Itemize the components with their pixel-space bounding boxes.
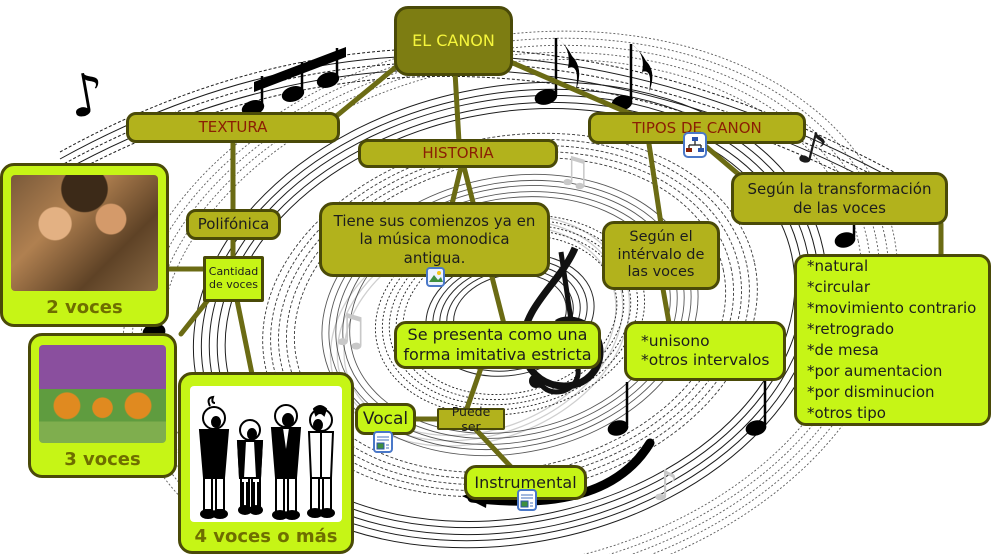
intervalo-items-text: *unisono *otros intervalos — [641, 332, 770, 369]
image-node-3-voces[interactable]: 3 voces — [28, 333, 177, 478]
caption-2-voces: 2 voces — [46, 297, 123, 318]
node-cantidad-label: Cantidad de voces — [208, 265, 259, 291]
connector — [646, 141, 664, 227]
svg-text:♫: ♫ — [556, 149, 592, 195]
node-polifonica[interactable]: Polifónica — [186, 209, 281, 240]
node-transformacion-text: Según la transformación de las voces — [747, 180, 932, 217]
node-cantidad-de-voces[interactable]: Cantidad de voces — [203, 256, 264, 302]
node-historia-label: HISTORIA — [422, 144, 494, 163]
svg-text:♫: ♫ — [330, 305, 369, 356]
two-singers-photo — [11, 175, 158, 291]
node-el-canon[interactable]: EL CANON — [394, 6, 513, 76]
connector — [178, 297, 211, 337]
document-icon[interactable] — [517, 489, 537, 511]
treble-clef-icon — [519, 246, 604, 395]
node-instrumental-label: Instrumental — [474, 472, 577, 492]
svg-text:♪: ♪ — [652, 461, 679, 510]
node-transformacion-items[interactable]: *natural *circular *movimiento contrario… — [794, 254, 991, 426]
connector — [331, 59, 405, 121]
concept-map-icon[interactable] — [683, 132, 707, 158]
connector — [660, 286, 672, 326]
image-node-4-voces[interactable]: 4 voces o más — [178, 372, 354, 554]
node-origen-historia[interactable]: Tiene sus comienzos ya en la música mono… — [319, 202, 550, 277]
node-textura-label: TEXTURA — [198, 118, 268, 137]
caption-3-voces: 3 voces — [64, 448, 141, 470]
connector — [452, 69, 462, 145]
link-label-puede-ser[interactable]: Puede ser — [437, 404, 505, 434]
node-origen-text: Tiene sus comienzos ya en la música mono… — [333, 212, 536, 267]
transformacion-items-text: *natural *circular *movimiento contrario… — [807, 257, 977, 422]
image-node-2-voces[interactable]: 2 voces — [0, 163, 169, 327]
connector — [234, 297, 255, 377]
node-intervalo-items[interactable]: *unisono *otros intervalos — [624, 321, 786, 381]
node-intervalo-text: Según el intérvalo de las voces — [617, 228, 705, 281]
node-historia[interactable]: HISTORIA — [358, 139, 558, 168]
connector — [503, 57, 643, 121]
node-el-canon-label: EL CANON — [412, 31, 495, 51]
node-vocal-label: Vocal — [362, 408, 409, 429]
node-segun-intervalo[interactable]: Según el intérvalo de las voces — [602, 221, 720, 290]
node-forma-imitativa[interactable]: Se presenta como una forma imitativa est… — [394, 321, 601, 369]
three-guitarists-photo — [39, 345, 166, 443]
quartet-cartoon — [190, 386, 342, 522]
node-segun-transformacion[interactable]: Según la transformación de las voces — [731, 172, 948, 225]
node-textura[interactable]: TEXTURA — [126, 112, 340, 143]
node-polifonica-label: Polifónica — [197, 215, 270, 234]
puede-ser-text: Puede ser — [451, 403, 491, 434]
node-forma-text: Se presenta como una forma imitativa est… — [403, 325, 592, 364]
connector — [449, 164, 464, 207]
caption-4-voces: 4 voces o más — [194, 526, 338, 547]
node-tipos-label: TIPOS DE CANON — [632, 118, 762, 137]
picture-icon[interactable] — [426, 267, 445, 287]
document-icon[interactable] — [373, 431, 393, 453]
